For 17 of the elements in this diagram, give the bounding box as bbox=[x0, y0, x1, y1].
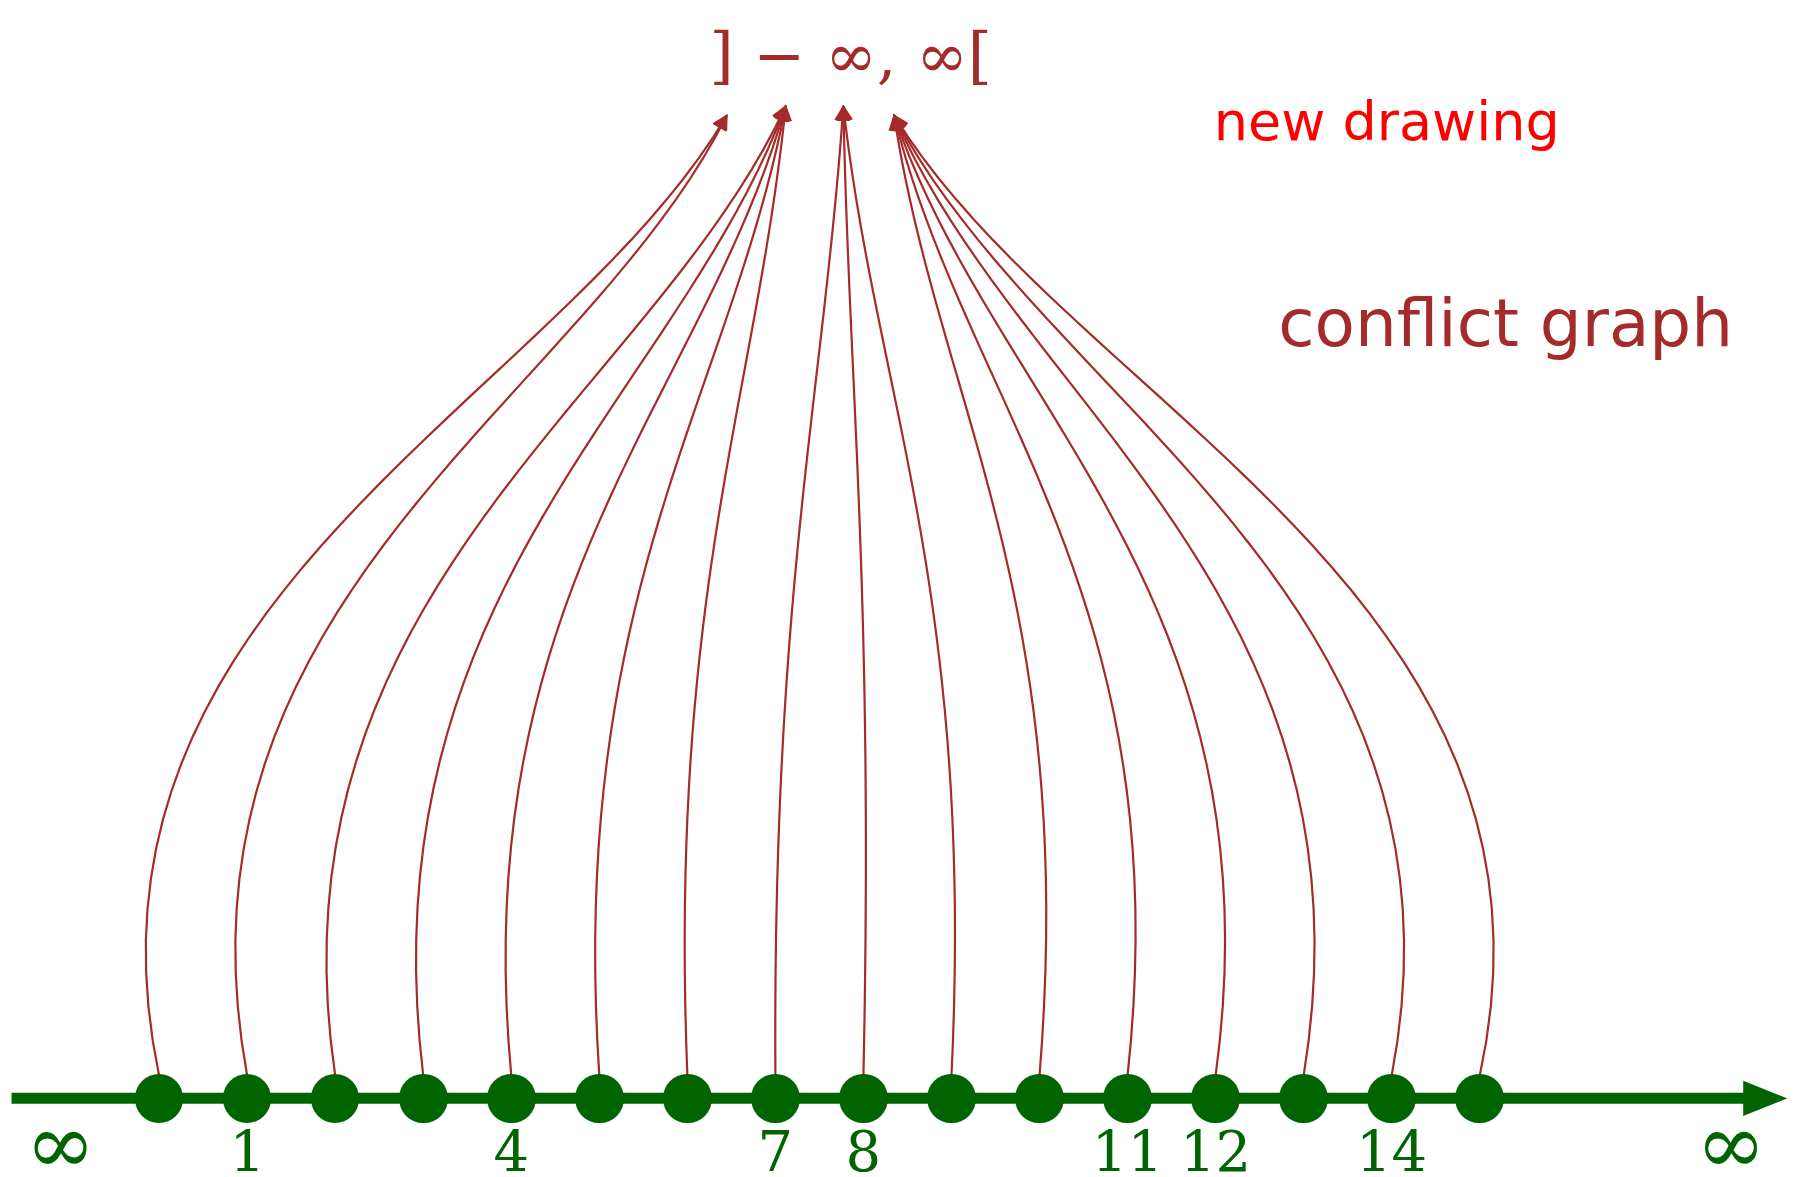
arrow bbox=[594, 104, 791, 1077]
point-label: 1 bbox=[229, 1123, 266, 1177]
axis-end-label: ∞ bbox=[25, 1101, 96, 1177]
point-label: 12 bbox=[1179, 1123, 1252, 1177]
point-label: 14 bbox=[1355, 1123, 1428, 1177]
arrow bbox=[837, 104, 957, 1077]
point-label: 7 bbox=[757, 1123, 794, 1177]
note-text: new drawing bbox=[1213, 94, 1560, 149]
point-label: 4 bbox=[493, 1123, 530, 1177]
axis-end-label: ∞ bbox=[1695, 1101, 1766, 1177]
interval-label: ] − ∞, ∞[ bbox=[651, 9, 1050, 102]
arrow bbox=[504, 104, 790, 1077]
arrow bbox=[683, 104, 793, 1077]
point-label: 8 bbox=[845, 1123, 882, 1177]
arrow bbox=[144, 114, 728, 1077]
arrow bbox=[234, 113, 728, 1077]
point-label: 11 bbox=[1091, 1123, 1164, 1177]
